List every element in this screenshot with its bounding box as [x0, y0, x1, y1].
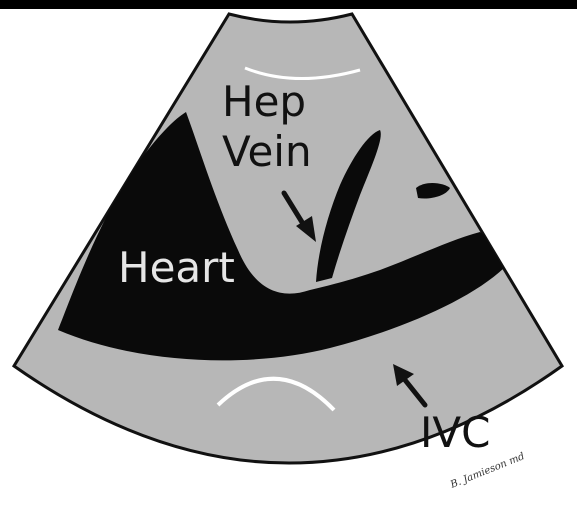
hep-label-line1: Hep [222, 77, 306, 126]
ivc-label: IVC [420, 408, 490, 457]
heart-label: Heart [118, 243, 235, 292]
hep-label-line2: Vein [222, 127, 312, 176]
artist-signature: B. Jamieson md [448, 451, 526, 491]
